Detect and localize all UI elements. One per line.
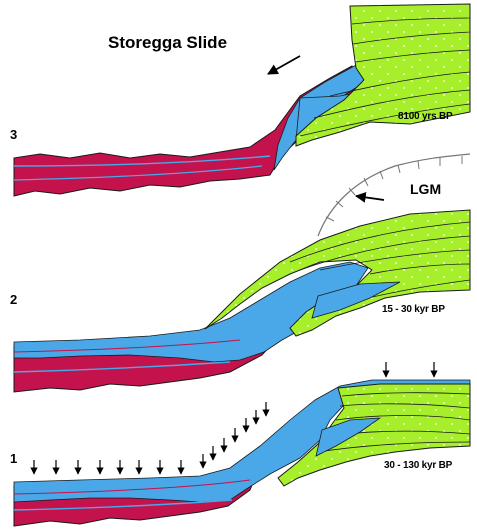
panel-3-number: 3 — [10, 127, 18, 142]
panel-2 — [13, 153, 471, 393]
panel-1-blue-lens — [315, 417, 382, 457]
ice-advance-icon — [354, 192, 385, 203]
panel-2-age: 15 - 30 kyr BP — [382, 304, 445, 315]
panel-3-age: 8100 yrs BP — [398, 111, 453, 122]
panel-1-age: 30 - 130 kyr BP — [384, 460, 453, 471]
panel-1 — [13, 362, 471, 527]
panel-2-number: 2 — [10, 292, 18, 307]
panel-2-blue-lens — [311, 281, 401, 319]
panel-1-strata — [13, 392, 471, 511]
slide-direction-icon — [267, 55, 301, 75]
panel-2-shelf-sediment — [204, 209, 471, 337]
panel-3-strata — [13, 17, 471, 181]
panel-2-ice-ticks — [325, 156, 463, 222]
panel-3 — [13, 3, 471, 197]
panel-2-strata — [13, 221, 471, 373]
diagram-title: Storegga Slide — [108, 33, 228, 52]
deposition-markers — [30, 362, 438, 475]
panel-2-ice-margin — [317, 153, 471, 237]
panel-1-number: 1 — [10, 451, 18, 466]
ice-extent-label: LGM — [410, 181, 442, 197]
